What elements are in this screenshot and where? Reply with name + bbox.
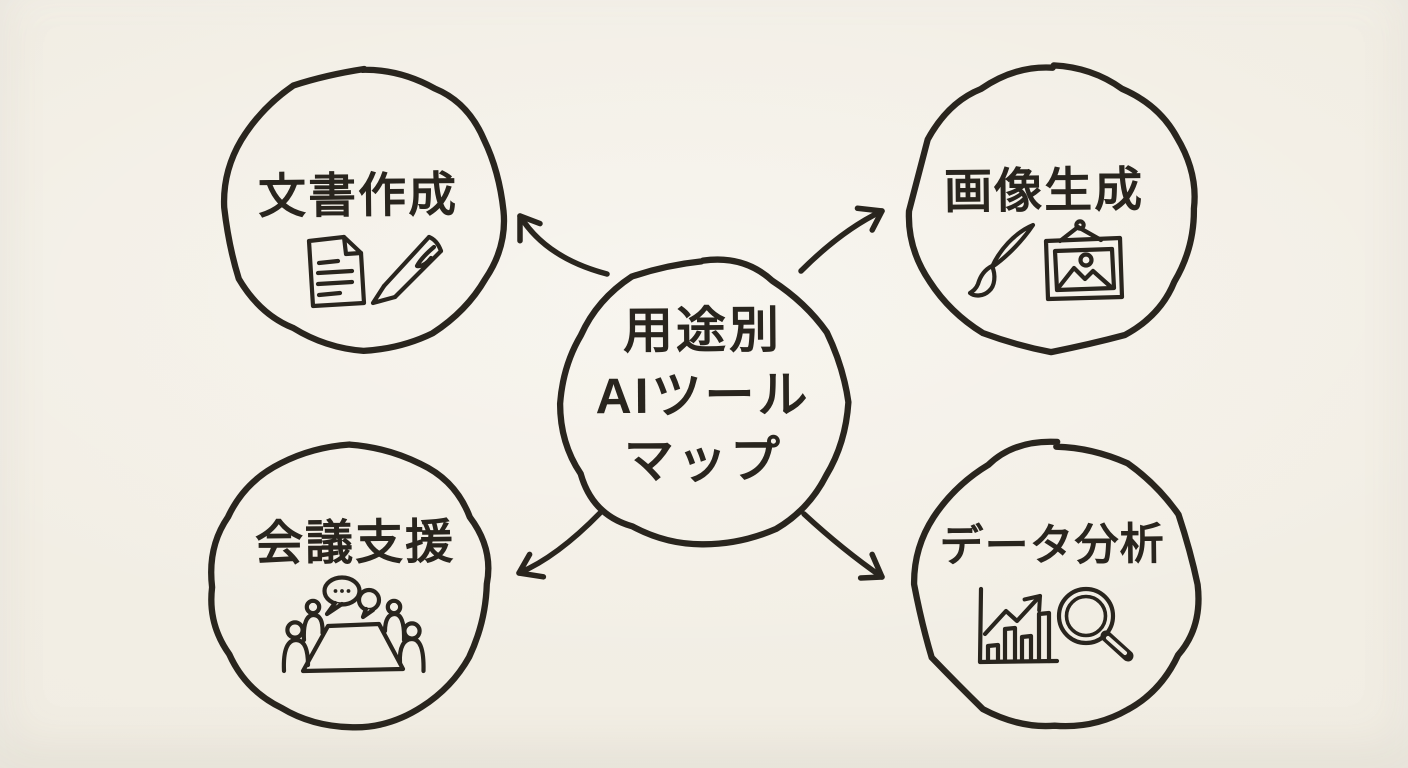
center-node-label: 用途別 AIツール マップ <box>595 298 811 494</box>
document-icon <box>306 234 367 309</box>
magnifying-glass-icon <box>1056 586 1134 662</box>
node-circle-data <box>910 438 1202 730</box>
bar-chart-trend-icon <box>977 586 1060 665</box>
node-circle-document <box>220 65 508 355</box>
paintbrush-icon <box>967 222 1036 298</box>
node-label-meeting: 会議支援 <box>254 515 456 572</box>
picture-frame-icon <box>1043 219 1125 302</box>
speech-bubbles-icon <box>322 575 382 620</box>
node-circle-image <box>905 62 1198 356</box>
arrow-to-document <box>517 213 610 277</box>
center-node-circle <box>556 256 852 548</box>
node-circle-meeting <box>208 441 492 731</box>
meeting-table-people-icon <box>281 598 426 674</box>
pen-icon <box>370 234 444 306</box>
node-label-image: 画像生成 <box>943 163 1145 220</box>
node-label-data: データ分析 <box>939 519 1165 572</box>
center-line-1: 用途別 <box>622 301 783 360</box>
arrow-to-meeting <box>516 510 603 580</box>
arrow-to-image <box>798 205 885 274</box>
center-line-2: AIツール <box>595 366 811 425</box>
center-line-3: マップ <box>623 431 784 490</box>
node-label-document: 文書作成 <box>257 168 459 225</box>
arrow-to-data <box>801 511 885 581</box>
